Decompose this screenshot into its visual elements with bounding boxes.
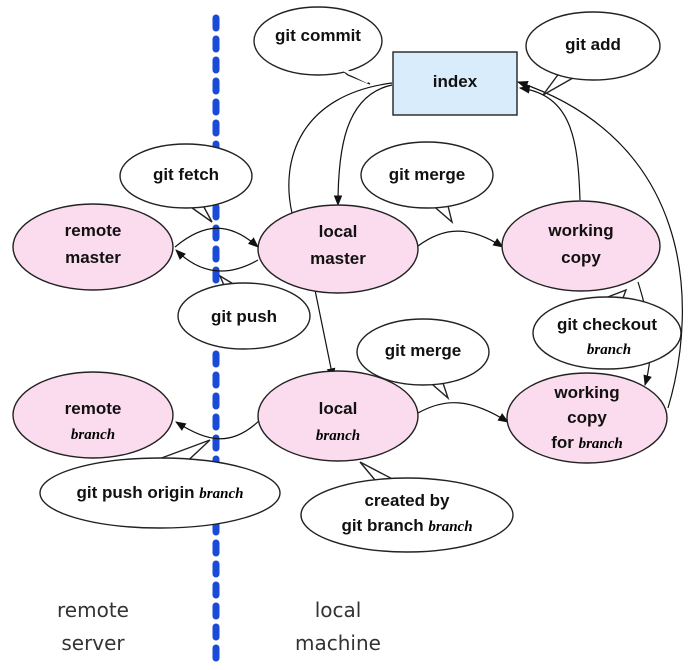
caption-local-line2: machine [295, 631, 381, 655]
bubble-git-fetch-label: git fetch [153, 165, 219, 184]
node-local-master-line1: local [319, 222, 358, 241]
edge-local-branch-to-working-copy-branch [417, 402, 509, 423]
caption-remote-server: remote server [57, 598, 129, 655]
edge-working-copy-to-index [518, 85, 581, 201]
bubble-created-by: created by git branch branch [300, 461, 514, 553]
bubble-git-fetch: git fetch [119, 143, 253, 223]
node-remote-branch-line1: remote [65, 399, 122, 418]
caption-remote-line1: remote [57, 598, 129, 622]
bubble-git-checkout-line2: branch [587, 342, 631, 358]
bubble-git-commit: git commit [253, 6, 383, 85]
node-local-branch: local branch [257, 370, 419, 462]
bubble-git-merge-bottom-label: git merge [385, 341, 462, 360]
bubble-git-commit-label: git commit [275, 26, 361, 45]
edge-index-to-local-master-outer [288, 82, 393, 214]
edge-remote-to-local-master [174, 227, 259, 248]
edge-local-master-to-local-branch [314, 289, 336, 380]
bubble-git-add: git add [525, 11, 661, 96]
node-local-branch-line2: branch [316, 428, 360, 444]
bubble-git-push-origin: git push origin branch [39, 439, 281, 529]
node-remote-branch-line2: branch [71, 427, 115, 443]
bubble-git-merge-top-label: git merge [389, 165, 466, 184]
node-index: index [392, 51, 518, 116]
node-remote-master-line2: master [65, 248, 121, 267]
node-working-copy-branch-line3: for branch [551, 433, 623, 452]
edge-local-master-to-remote [175, 249, 259, 272]
bubble-git-merge-top: git merge [360, 141, 494, 224]
bubble-git-push-origin-label: git push origin branch [77, 483, 244, 502]
edge-index-to-local-master [333, 84, 393, 207]
node-local-branch-line1: local [319, 399, 358, 418]
bubble-created-by-line2: git branch branch [341, 516, 472, 535]
node-working-copy-branch-line2: copy [567, 408, 607, 427]
node-index-label: index [433, 72, 478, 91]
bubble-git-add-label: git add [565, 35, 621, 54]
node-remote-master: remote master [12, 203, 174, 291]
caption-local-machine: local machine [295, 598, 381, 655]
node-remote-branch: remote branch [12, 371, 174, 459]
edge-working-copy-branch-to-index [516, 81, 683, 409]
node-local-master: local master [257, 204, 419, 294]
node-remote-master-line1: remote [65, 221, 122, 240]
node-working-copy-branch-line1: working [553, 383, 619, 402]
node-working-copy-line1: working [547, 221, 613, 240]
bubble-git-merge-bottom: git merge [356, 318, 490, 401]
node-working-copy: working copy [501, 200, 661, 292]
edge-local-branch-to-remote-branch [175, 417, 263, 440]
node-working-copy-line2: copy [561, 248, 601, 267]
bubble-created-by-line1: created by [364, 491, 450, 510]
edge-local-master-to-working-copy [417, 230, 504, 248]
node-working-copy-branch: working copy for branch [506, 372, 668, 464]
bubble-git-push: git push [177, 274, 311, 350]
caption-local-line1: local [315, 598, 362, 622]
node-local-master-line2: master [310, 249, 366, 268]
bubble-git-checkout: git checkout branch [532, 288, 682, 370]
bubble-git-checkout-line1: git checkout [557, 315, 657, 334]
caption-remote-line2: server [61, 631, 125, 655]
edges [174, 81, 683, 440]
bubble-git-push-label: git push [211, 307, 277, 326]
